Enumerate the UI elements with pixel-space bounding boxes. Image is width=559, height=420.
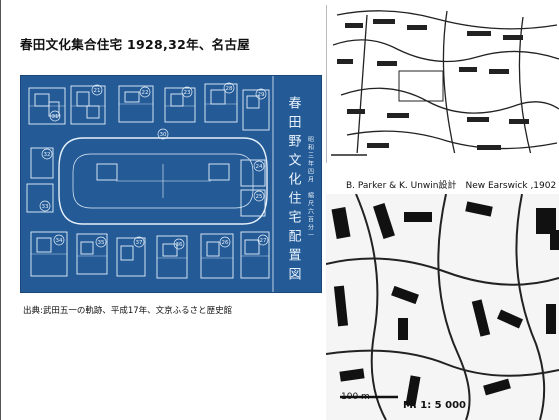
lot-number: 31 [52,114,59,120]
lot-number: 30 [160,132,167,138]
lot-number: 22 [142,90,149,96]
detail-buildings [331,201,559,407]
green-space [398,70,444,102]
lot-number: 25 [256,194,263,200]
source-caption: 出典:武田五一の軌跡、平成17年、文京ふるさと歴史館 [23,306,233,316]
new-earswick-detail-map [326,194,559,420]
inner-road [72,153,254,209]
blueprint-vertical-title: 春田野文化住宅配置図 [286,96,302,286]
oval-road [58,137,268,225]
slide-title: 春田文化集合住宅 1928,32年、名古屋 [20,37,251,52]
blueprint-site-plan: 31 21 22 23 28 29 32 33 24 25 34 35 37 3… [20,75,322,293]
lot-number: 32 [44,152,51,158]
new-earswick-caption: B. Parker & K. Unwin設計 New Earswick ,190… [346,181,557,191]
scale-length-label: 100 m [341,392,370,402]
blueprint-vertical-subtitle: 昭和三年四月 縮尺六百分一 [307,136,314,240]
lot-number: 21 [94,88,101,94]
street-lines [332,10,559,156]
lot-number: 23 [184,90,191,96]
map-legend-area [327,153,559,163]
lot-number: 33 [42,204,49,210]
lot-markers [39,82,269,250]
map-top-drawing [327,10,559,163]
scale-ratio-label: M. 1: 5 000 [403,400,466,411]
lot-number: 27 [260,238,267,244]
lot-number: 35 [98,240,105,246]
lot-number: 29 [258,92,265,98]
new-earswick-plan-map [326,5,559,163]
building-clusters [337,19,529,150]
lot-number: 36 [176,242,183,248]
lot-number: 37 [136,240,143,246]
lot-number: 28 [226,86,233,92]
lot-number: 24 [256,164,263,170]
lot-number: 26 [222,240,229,246]
blueprint-drawing: 31 21 22 23 28 29 32 33 24 25 34 35 37 3… [26,76,314,292]
lot-numbers: 31 21 22 23 28 29 32 33 24 25 34 35 37 3… [42,86,267,248]
plan-cells [29,103,269,259]
detail-streets [326,194,559,420]
map-bottom-drawing [326,194,559,420]
lot-number: 34 [56,238,63,244]
